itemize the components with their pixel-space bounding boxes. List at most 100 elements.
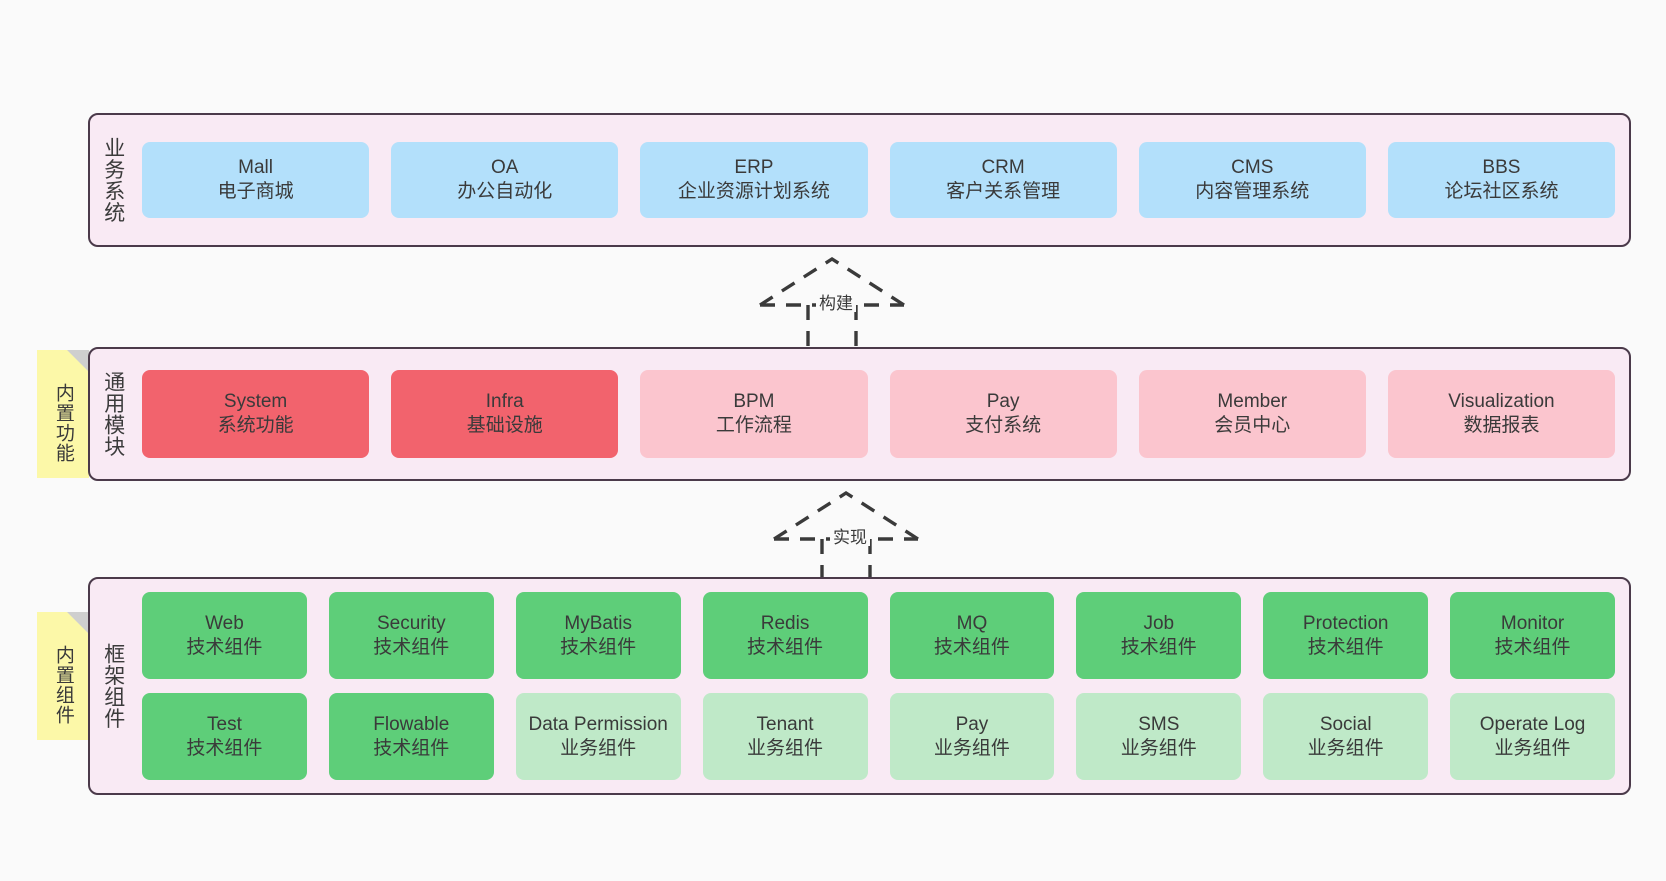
- component-box-pay[interactable]: Pay 业务组件: [889, 693, 1055, 780]
- module-box-infra[interactable]: Infra 基础设施: [391, 370, 619, 458]
- layer-panel-common: 通用模块 System 系统功能 Infra 基础设施 BPM 工作流程 Pay…: [88, 347, 1631, 481]
- component-subtitle: 技术组件: [933, 636, 1010, 658]
- layer-row: System 系统功能 Infra 基础设施 BPM 工作流程 Pay 支付系统…: [142, 370, 1616, 458]
- component-title: Security: [376, 612, 446, 634]
- component-subtitle: 技术组件: [373, 737, 450, 759]
- layer-row: Test 技术组件 Flowable 技术组件 Data Permission …: [142, 693, 1615, 780]
- module-subtitle: 系统功能: [217, 415, 294, 436]
- component-box-data-permission[interactable]: Data Permission 业务组件: [515, 693, 681, 780]
- module-title: System: [223, 391, 288, 413]
- module-subtitle: 工作流程: [715, 415, 792, 436]
- module-subtitle: 内容管理系统: [1195, 181, 1310, 202]
- component-subtitle: 业务组件: [560, 737, 637, 759]
- component-title: Redis: [760, 612, 810, 634]
- module-subtitle: 客户关系管理: [946, 181, 1061, 202]
- module-subtitle: 办公自动化: [457, 181, 553, 202]
- connector-build: 构建: [752, 255, 912, 347]
- layer-row: Mall 电子商城 OA 办公自动化 ERP 企业资源计划系统 CRM 客户关系…: [142, 142, 1616, 218]
- component-subtitle: 业务组件: [747, 737, 824, 759]
- component-box-redis[interactable]: Redis 技术组件: [702, 592, 868, 679]
- module-subtitle: 数据报表: [1463, 415, 1540, 436]
- component-box-mybatis[interactable]: MyBatis 技术组件: [515, 592, 681, 679]
- component-box-monitor[interactable]: Monitor 技术组件: [1450, 592, 1615, 679]
- module-box-member[interactable]: Member 会员中心: [1138, 370, 1366, 458]
- module-title: ERP: [734, 157, 774, 179]
- component-title: SMS: [1138, 713, 1180, 735]
- module-box-erp[interactable]: ERP 企业资源计划系统: [640, 142, 868, 218]
- module-title: Visualization: [1448, 391, 1555, 413]
- module-subtitle: 会员中心: [1214, 415, 1291, 436]
- module-box-bbs[interactable]: BBS 论坛社区系统: [1387, 142, 1616, 218]
- component-box-social[interactable]: Social 业务组件: [1263, 693, 1429, 780]
- module-title: CRM: [981, 157, 1025, 179]
- layer-body-business: Mall 电子商城 OA 办公自动化 ERP 企业资源计划系统 CRM 客户关系…: [136, 115, 1629, 245]
- component-title: Social: [1319, 713, 1372, 735]
- module-box-bpm[interactable]: BPM 工作流程: [640, 370, 868, 458]
- module-title: CMS: [1231, 157, 1274, 179]
- component-subtitle: 技术组件: [373, 636, 450, 658]
- component-box-mq[interactable]: MQ 技术组件: [889, 592, 1055, 679]
- folded-corner-icon: [67, 612, 89, 634]
- sticky-note-label: 内置功能: [52, 383, 74, 463]
- layer-label-common: 通用模块: [101, 371, 125, 457]
- component-box-web[interactable]: Web 技术组件: [142, 592, 307, 679]
- component-title: MyBatis: [564, 612, 632, 634]
- layer-body-framework: Web 技术组件 Security 技术组件 MyBatis 技术组件 Redi…: [136, 579, 1629, 793]
- layer-label-business: 业务系统: [101, 137, 125, 223]
- component-box-flowable[interactable]: Flowable 技术组件: [328, 693, 494, 780]
- component-title: Job: [1143, 612, 1175, 634]
- component-subtitle: 技术组件: [1307, 636, 1384, 658]
- module-title: Pay: [986, 391, 1020, 413]
- component-title: Protection: [1302, 612, 1389, 634]
- arrowhead-triangle-left-right: [759, 256, 905, 307]
- sticky-note-builtin-components: 内置组件: [37, 612, 89, 740]
- module-title: Member: [1217, 391, 1288, 413]
- module-box-pay[interactable]: Pay 支付系统: [889, 370, 1117, 458]
- connector-label: 构建: [816, 295, 856, 312]
- module-title: Infra: [485, 391, 524, 413]
- component-box-tenant[interactable]: Tenant 业务组件: [702, 693, 868, 780]
- module-title: OA: [491, 157, 519, 179]
- component-box-sms[interactable]: SMS 业务组件: [1076, 693, 1242, 780]
- component-subtitle: 技术组件: [186, 737, 263, 759]
- component-box-security[interactable]: Security 技术组件: [328, 592, 494, 679]
- component-title: Monitor: [1500, 612, 1565, 634]
- module-box-cms[interactable]: CMS 内容管理系统: [1138, 142, 1366, 218]
- module-subtitle: 企业资源计划系统: [677, 181, 830, 202]
- sticky-note-builtin-functions: 内置功能: [37, 350, 89, 478]
- folded-corner-icon: [67, 350, 89, 372]
- module-subtitle: 基础设施: [466, 415, 543, 436]
- module-title: BPM: [733, 391, 775, 413]
- component-subtitle: 业务组件: [933, 737, 1010, 759]
- component-box-operate-log[interactable]: Operate Log 业务组件: [1450, 693, 1615, 780]
- component-title: Web: [205, 612, 244, 634]
- module-box-crm[interactable]: CRM 客户关系管理: [889, 142, 1117, 218]
- component-subtitle: 业务组件: [1307, 737, 1384, 759]
- component-box-job[interactable]: Job 技术组件: [1076, 592, 1242, 679]
- component-subtitle: 技术组件: [1494, 636, 1571, 658]
- arrowhead-triangle-left-right: [773, 490, 919, 541]
- connector-label: 实现: [830, 529, 870, 546]
- layer-row: Web 技术组件 Security 技术组件 MyBatis 技术组件 Redi…: [142, 592, 1615, 679]
- module-box-oa[interactable]: OA 办公自动化: [391, 142, 619, 218]
- component-subtitle: 技术组件: [560, 636, 637, 658]
- component-title: Data Permission: [528, 713, 668, 735]
- component-box-protection[interactable]: Protection 技术组件: [1263, 592, 1429, 679]
- layer-panel-business: 业务系统 Mall 电子商城 OA 办公自动化 ERP 企业资源计划系统 CRM…: [88, 113, 1631, 247]
- connector-implement: 实现: [766, 489, 926, 581]
- component-title: Flowable: [373, 713, 450, 735]
- component-title: Operate Log: [1479, 713, 1586, 735]
- module-title: Mall: [238, 157, 273, 179]
- module-subtitle: 论坛社区系统: [1444, 181, 1559, 202]
- module-title: BBS: [1482, 157, 1521, 179]
- module-subtitle: 电子商城: [217, 181, 294, 202]
- module-subtitle: 支付系统: [965, 415, 1042, 436]
- component-subtitle: 业务组件: [1120, 737, 1197, 759]
- module-box-mall[interactable]: Mall 电子商城: [142, 142, 370, 218]
- component-subtitle: 业务组件: [1494, 737, 1571, 759]
- module-box-system[interactable]: System 系统功能: [142, 370, 370, 458]
- component-box-test[interactable]: Test 技术组件: [142, 693, 307, 780]
- component-title: MQ: [956, 612, 988, 634]
- layer-panel-framework: 框架组件 Web 技术组件 Security 技术组件 MyBatis 技术组件…: [88, 577, 1631, 795]
- module-box-visualization[interactable]: Visualization 数据报表: [1387, 370, 1616, 458]
